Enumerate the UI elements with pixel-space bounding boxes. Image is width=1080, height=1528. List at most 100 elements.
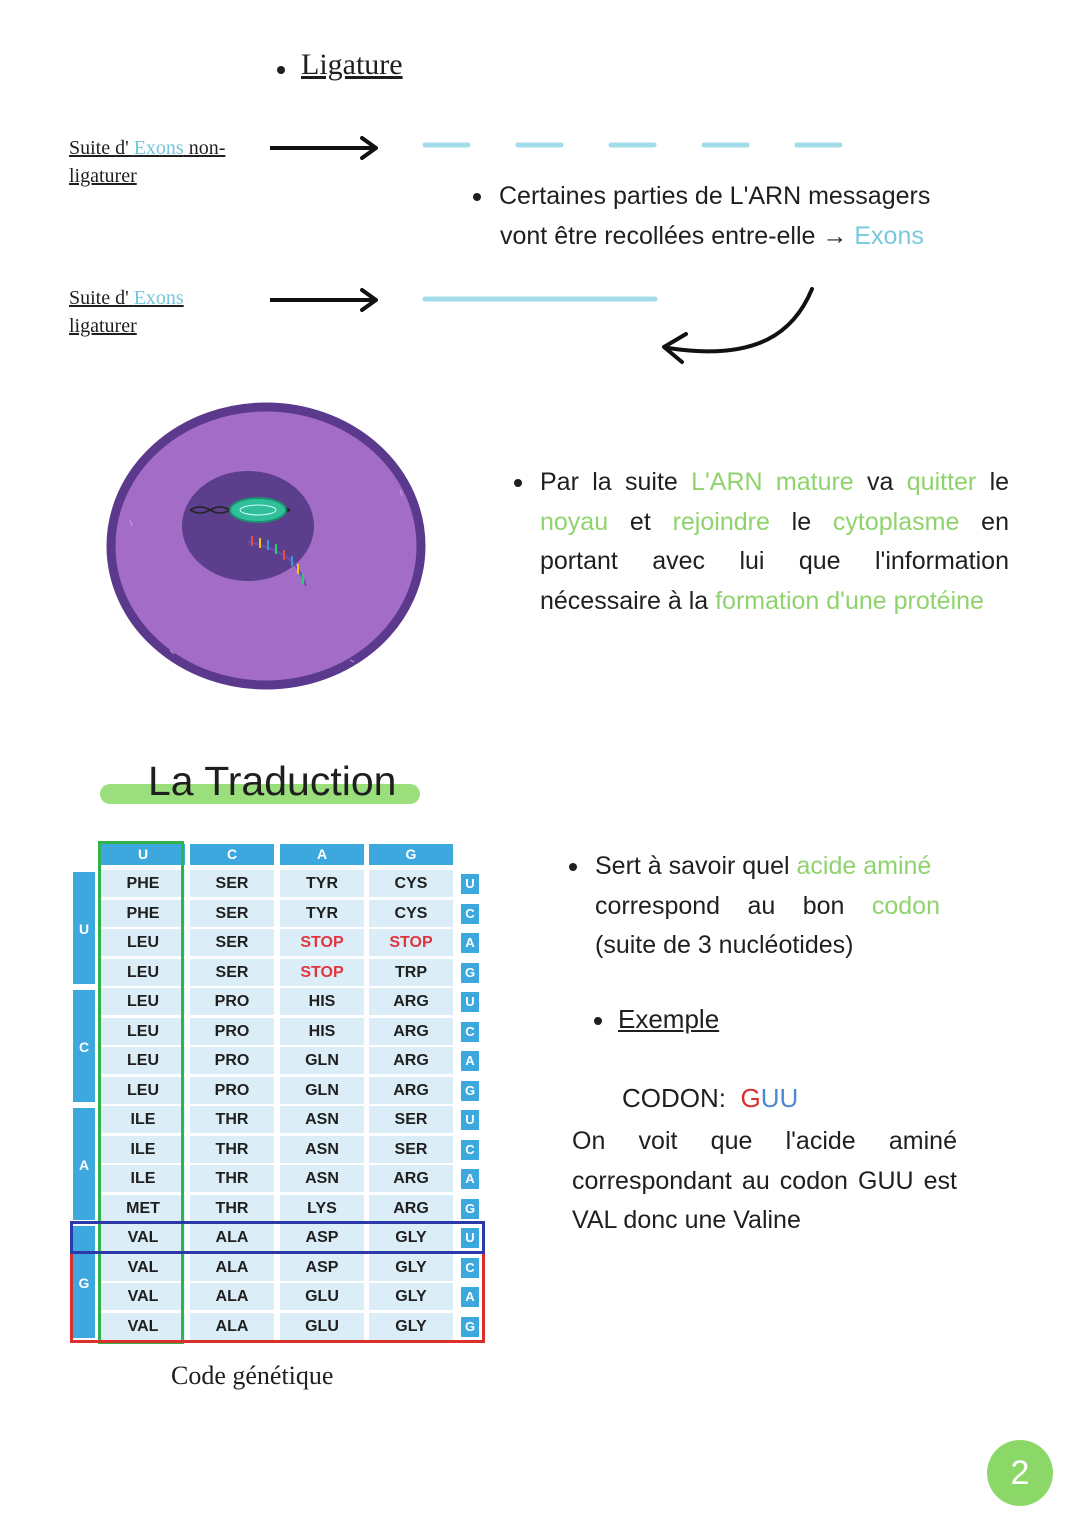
codon-cell: LEU xyxy=(101,929,185,956)
page-number-badge: 2 xyxy=(987,1440,1053,1506)
codon-cell: GLN xyxy=(280,1047,364,1074)
codon-cell: LYS xyxy=(280,1194,364,1222)
curved-arrow-icon xyxy=(662,287,814,364)
third-base-label: G xyxy=(461,1198,479,1219)
third-base-label: A xyxy=(461,933,479,953)
ligature-heading: Ligature xyxy=(277,48,403,82)
cell-illustration xyxy=(106,402,426,690)
example-paragraph: On voit que l'acide aminé correspondant … xyxy=(572,1127,957,1234)
third-base-label: U xyxy=(461,1110,479,1130)
codon-cell: SER xyxy=(190,870,274,897)
codon-cell: VAL xyxy=(101,1283,185,1310)
codon-first-base: G xyxy=(740,1083,761,1113)
codon-cell: CYS xyxy=(369,899,453,927)
codon-cell: VAL xyxy=(101,1224,185,1251)
rna-polymerase xyxy=(229,497,287,523)
codon-other-bases: UU xyxy=(760,1083,799,1113)
row-group-label: A xyxy=(73,1108,95,1220)
mature-rna-paragraph: Par la suite L'ARN mature va quitter le … xyxy=(511,463,1009,621)
codon-cell: ILE xyxy=(101,1106,185,1133)
codon-cell: ASN xyxy=(280,1135,364,1163)
third-base-label: U xyxy=(461,992,479,1012)
codon-cell: ILE xyxy=(101,1165,185,1192)
example-title: Exemple xyxy=(618,1004,720,1034)
codon-cell: SER xyxy=(369,1106,453,1133)
third-base-label: C xyxy=(461,1257,479,1278)
codon-cell: ARG xyxy=(369,1165,453,1192)
third-base-label: U xyxy=(461,1228,479,1248)
codon-cell: PHE xyxy=(101,899,185,927)
title-highlight xyxy=(100,784,420,804)
codon-cell: ARG xyxy=(369,1047,453,1074)
label-ligated-exons: Suite d' Exons ligaturer xyxy=(69,287,184,337)
codon-cell: MET xyxy=(101,1194,185,1222)
codon-cell: GLY xyxy=(369,1283,453,1310)
column-header: U xyxy=(101,844,185,865)
third-base-label: C xyxy=(461,1139,479,1160)
codon-cell: SER xyxy=(190,899,274,927)
codon-cell: SER xyxy=(190,958,274,986)
highlight-row-guu xyxy=(70,1221,485,1254)
third-base-label: U xyxy=(461,874,479,894)
third-base-label: G xyxy=(461,1316,479,1337)
arrow-right-icon xyxy=(270,288,378,312)
arrow-right-icon: → xyxy=(822,221,848,250)
codon-cell: VAL xyxy=(101,1253,185,1281)
codon-cell: ASP xyxy=(280,1253,364,1281)
row-group-label: U xyxy=(73,872,95,984)
codon-cell: CYS xyxy=(369,870,453,897)
highlight-group-g xyxy=(70,1221,485,1343)
column-header: A xyxy=(280,844,364,865)
codon-cell: TYR xyxy=(280,899,364,927)
codon-cell: GLU xyxy=(280,1312,364,1340)
codon-cell: PRO xyxy=(190,1017,274,1045)
codon-cell: GLY xyxy=(369,1312,453,1340)
row-group-label: G xyxy=(73,1226,95,1338)
third-base-label: A xyxy=(461,1169,479,1189)
codon-cell: TYR xyxy=(280,870,364,897)
codon-cell: ALA xyxy=(190,1253,274,1281)
codon-cell: ARG xyxy=(369,1194,453,1222)
codon-cell: ARG xyxy=(369,1017,453,1045)
codon-cell: GLN xyxy=(280,1076,364,1104)
third-base-label: C xyxy=(461,1021,479,1042)
third-base-label: G xyxy=(461,962,479,983)
codon-cell: THR xyxy=(190,1106,274,1133)
codon-cell: GLY xyxy=(369,1224,453,1251)
third-base-label: A xyxy=(461,1287,479,1307)
codon-cell: ALA xyxy=(190,1312,274,1340)
third-base-label: G xyxy=(461,1080,479,1101)
codon-cell: ASN xyxy=(280,1165,364,1192)
codon-cell: SER xyxy=(369,1135,453,1163)
codon-cell: LEU xyxy=(101,1047,185,1074)
ligature-paragraph: Certaines parties de L'ARN messagers von… xyxy=(473,177,973,256)
codon-cell: STOP xyxy=(369,929,453,956)
ligature-diagram xyxy=(270,136,843,364)
codon-cell: HIS xyxy=(280,1017,364,1045)
highlight-column-u xyxy=(98,841,184,1344)
codon-cell: ALA xyxy=(190,1283,274,1310)
codon-cell: GLY xyxy=(369,1253,453,1281)
row-group-label: C xyxy=(73,990,95,1102)
third-base-label: A xyxy=(461,1051,479,1071)
codon-cell: STOP xyxy=(280,958,364,986)
codon-cell: ASP xyxy=(280,1224,364,1251)
codon-cell: PRO xyxy=(190,988,274,1015)
codon-cell: ARG xyxy=(369,988,453,1015)
example-heading: Exemple xyxy=(594,1004,719,1035)
codon-cell: PHE xyxy=(101,870,185,897)
codon-cell: LEU xyxy=(101,988,185,1015)
codon-example: CODON: GUU xyxy=(622,1083,799,1113)
third-base-label: C xyxy=(461,903,479,924)
mrna-strand-icon xyxy=(247,536,307,587)
codon-cell: STOP xyxy=(280,929,364,956)
codon-cell: ALA xyxy=(190,1224,274,1251)
codon-cell: VAL xyxy=(101,1312,185,1340)
codon-cell: GLU xyxy=(280,1283,364,1310)
codon-cell: PRO xyxy=(190,1047,274,1074)
bullet xyxy=(277,66,285,75)
translation-paragraph: Sert à savoir quel acide aminé correspon… xyxy=(567,847,947,966)
codon-cell: THR xyxy=(190,1135,274,1163)
codon-cell: THR xyxy=(190,1165,274,1192)
codon-cell: ILE xyxy=(101,1135,185,1163)
